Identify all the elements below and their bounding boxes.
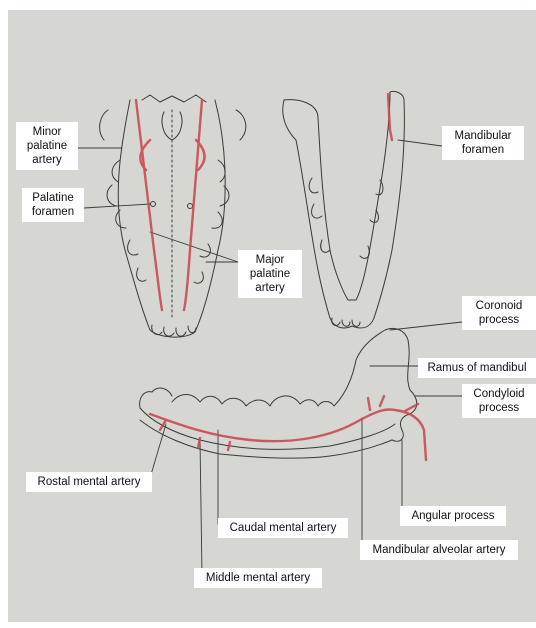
mandibular-alveolar-artery xyxy=(150,409,426,460)
label-rostral-mental-artery: Rostal mental artery xyxy=(26,472,152,492)
major-palatine-artery-right xyxy=(184,100,202,310)
label-palatine-foramen: Palatine foramen xyxy=(22,188,84,222)
mandible-lateral-drawing xyxy=(140,328,417,458)
label-minor-palatine-artery: Minor palatine artery xyxy=(16,122,78,170)
label-major-palatine-artery: Major palatine artery xyxy=(238,250,302,298)
label-ramus-of-mandible: Ramus of mandibul xyxy=(418,358,536,378)
palate-drawing xyxy=(100,95,246,337)
label-mandibular-foramen: Mandibular foramen xyxy=(442,126,524,160)
label-middle-mental-artery: Middle mental artery xyxy=(194,568,322,588)
label-caudal-mental-artery: Caudal mental artery xyxy=(218,518,348,538)
label-angular-process: Angular process xyxy=(400,506,506,526)
label-coronoid-process: Coronoid process xyxy=(462,296,536,330)
label-mandibular-alveolar-artery: Mandibular alveolar artery xyxy=(360,540,518,560)
label-condyloid-process: Condyloid process xyxy=(462,384,536,418)
